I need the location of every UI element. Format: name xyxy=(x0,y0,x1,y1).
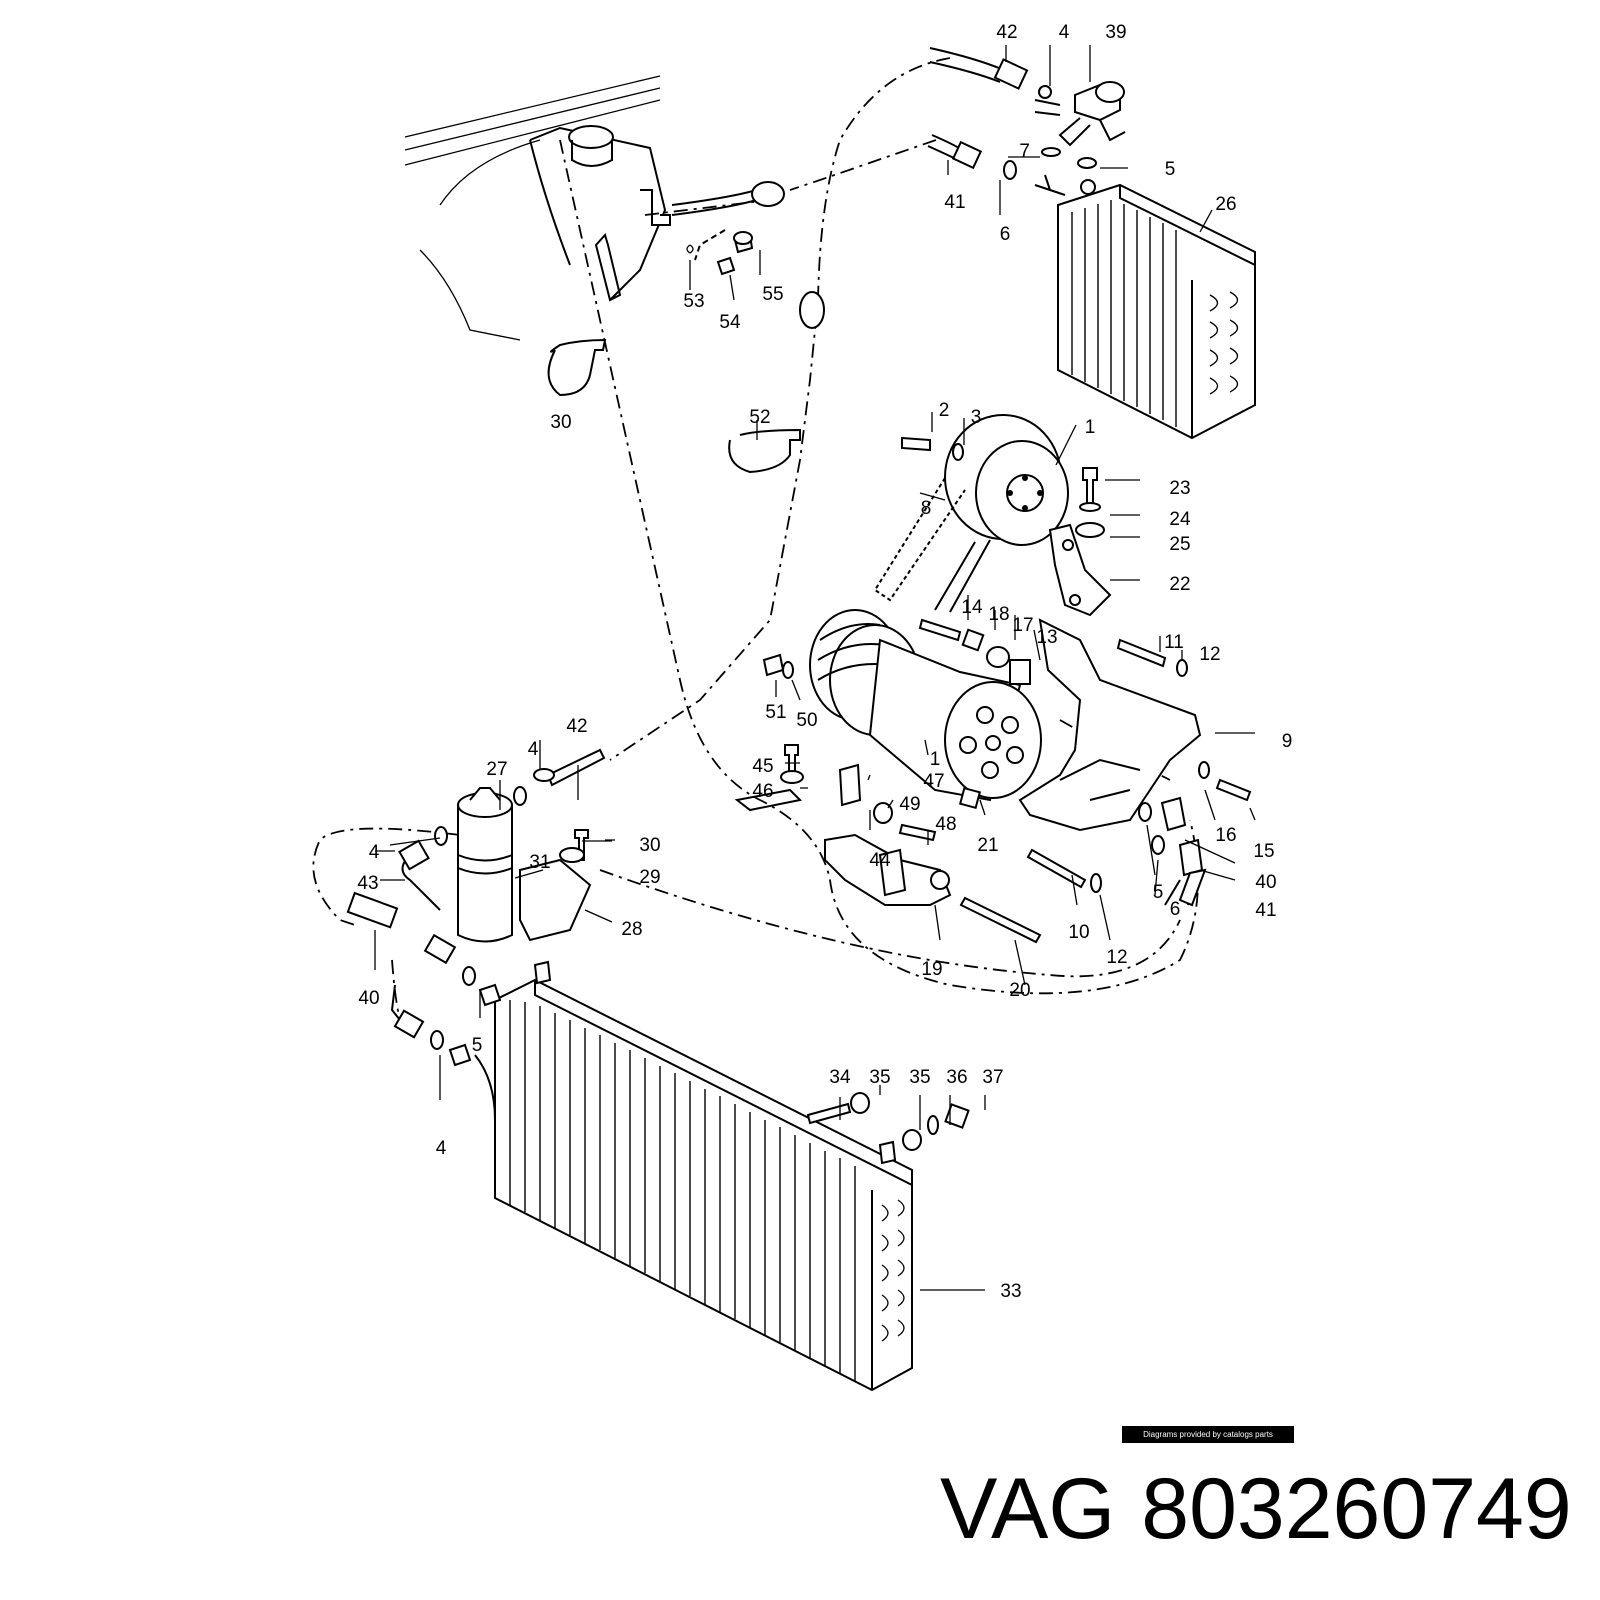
callout: 14 xyxy=(961,597,983,618)
callout-numbers: 42 4 39 7 5 41 6 26 53 54 55 30 52 2 3 1… xyxy=(357,22,1292,1302)
callout: 41 xyxy=(1255,900,1276,921)
callout: 50 xyxy=(796,710,817,731)
callout: 30 xyxy=(550,412,571,433)
callout: 13 xyxy=(1036,627,1057,648)
hoses xyxy=(390,47,1196,1175)
watermark-badge: Diagrams provided by catalogs parts xyxy=(1122,1426,1294,1443)
callout: 22 xyxy=(1169,574,1190,595)
callout: 21 xyxy=(977,835,998,856)
callout: 10 xyxy=(1068,922,1089,943)
brand-name: VAG xyxy=(940,1461,1116,1557)
body-panel xyxy=(404,75,671,341)
callout: 35 xyxy=(909,1067,930,1088)
callout: 35 xyxy=(869,1067,890,1088)
callout: 53 xyxy=(683,291,704,312)
callout: 15 xyxy=(1253,841,1274,862)
callout: 5 xyxy=(472,1035,483,1056)
callout: 47 xyxy=(923,771,944,792)
lower-bracket xyxy=(824,763,952,906)
callout: 24 xyxy=(1169,509,1191,530)
callout: 39 xyxy=(1105,22,1126,43)
callout: 42 xyxy=(996,22,1017,43)
compressor-bracket xyxy=(1018,523,1202,832)
callout: 40 xyxy=(358,988,379,1009)
callout: 4 xyxy=(369,842,380,863)
callout: 4 xyxy=(528,739,539,760)
fasteners xyxy=(762,467,1252,944)
callout: 4 xyxy=(436,1138,447,1159)
callout: 54 xyxy=(719,312,741,333)
callout: 20 xyxy=(1009,980,1030,1001)
callout: 6 xyxy=(1170,899,1181,920)
callout: 3 xyxy=(971,407,982,428)
callout: 27 xyxy=(486,759,507,780)
callout: 34 xyxy=(829,1067,851,1088)
expansion-valve xyxy=(1034,81,1126,147)
callout: 49 xyxy=(899,794,920,815)
callout: 1 xyxy=(930,749,941,770)
callout: 16 xyxy=(1215,825,1236,846)
condenser xyxy=(448,960,970,1392)
callout: 18 xyxy=(988,604,1009,625)
callout: 43 xyxy=(357,873,378,894)
callout: 30 xyxy=(639,835,660,856)
callout: 12 xyxy=(1106,947,1127,968)
callout: 26 xyxy=(1215,194,1236,215)
callout: 36 xyxy=(946,1067,967,1088)
compressor xyxy=(809,609,1042,802)
callout: 28 xyxy=(621,919,642,940)
part-number: 803260749 xyxy=(1141,1461,1572,1557)
callout: 2 xyxy=(939,400,950,421)
callout: 52 xyxy=(749,407,770,428)
callout: 23 xyxy=(1169,478,1190,499)
callout: 40 xyxy=(1255,872,1276,893)
callout: 48 xyxy=(935,814,956,835)
evaporator xyxy=(1034,174,1256,440)
callout: 9 xyxy=(1282,731,1293,752)
callout: 37 xyxy=(982,1067,1003,1088)
hose-clamps xyxy=(547,338,801,474)
callout: 5 xyxy=(1153,882,1164,903)
callout: 5 xyxy=(1165,159,1176,180)
callout: 17 xyxy=(1012,615,1033,636)
callout: 33 xyxy=(1000,1281,1021,1302)
callout: 29 xyxy=(639,867,660,888)
callout: 4 xyxy=(1059,22,1070,43)
callout: 11 xyxy=(1164,632,1184,653)
receiver-hoses xyxy=(346,826,476,1050)
callout: 44 xyxy=(869,850,891,871)
top-hardware xyxy=(686,85,1097,276)
callout: 8 xyxy=(921,498,932,519)
callout: 19 xyxy=(921,959,942,980)
callout: 41 xyxy=(944,192,965,213)
callout: 31 xyxy=(529,852,550,873)
callout: 1 xyxy=(1085,417,1096,438)
callout: 51 xyxy=(765,702,786,723)
callout: 25 xyxy=(1169,534,1190,555)
callout: 42 xyxy=(566,716,587,737)
leader-lines xyxy=(374,45,1256,1291)
callout: 7 xyxy=(1019,141,1030,162)
callout: 55 xyxy=(762,284,783,305)
pulley-and-belt xyxy=(873,414,1069,613)
callout: 46 xyxy=(752,781,773,802)
callout: 12 xyxy=(1199,644,1220,665)
callout: 6 xyxy=(1000,224,1011,245)
callout: 45 xyxy=(752,756,773,777)
receiver-drier xyxy=(457,768,592,943)
